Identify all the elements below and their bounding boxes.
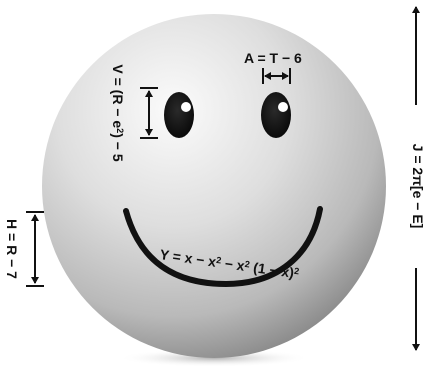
v-label-sup: 2 bbox=[115, 128, 125, 133]
right-eye bbox=[261, 92, 291, 138]
a-label-text: A = T − 6 bbox=[244, 50, 302, 66]
j-label-text: J = 2π[e − E] bbox=[410, 144, 423, 229]
j-label: J = 2π[e − E] bbox=[407, 132, 423, 240]
v-label-post: ) − 5 bbox=[110, 133, 126, 161]
a-label: A = T − 6 bbox=[244, 51, 302, 65]
smiley-ball bbox=[42, 14, 386, 358]
h-label: H = R − 7 bbox=[1, 214, 19, 284]
y-label-mid: − x bbox=[220, 255, 246, 274]
v-label: V = (R − e2) − 5 bbox=[107, 53, 125, 173]
y-label-sup1: 2 bbox=[216, 255, 222, 266]
right-eye-highlight bbox=[278, 102, 288, 112]
v-label-pre: V = (R − e bbox=[110, 64, 126, 128]
h-label-text: H = R − 7 bbox=[4, 219, 20, 279]
left-eye bbox=[164, 92, 194, 138]
left-eye-highlight bbox=[181, 102, 191, 112]
